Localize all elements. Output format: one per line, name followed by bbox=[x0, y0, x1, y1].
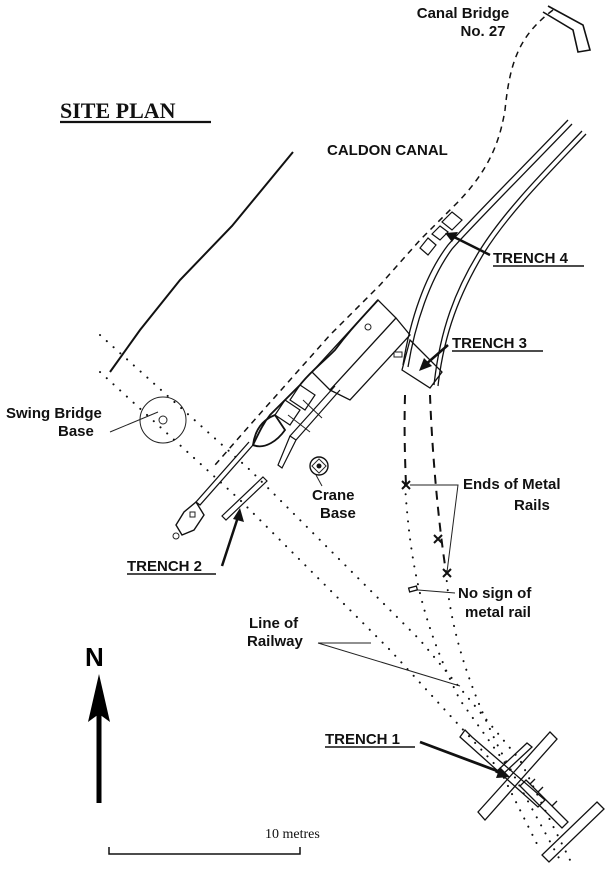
label-ends-metal-rails: Ends of Metal Rails bbox=[463, 476, 561, 514]
svg-text:Railway: Railway bbox=[247, 633, 304, 650]
north-arrow-icon bbox=[88, 674, 110, 803]
scale-bar-label: 10 metres bbox=[265, 827, 320, 842]
railway-leader bbox=[317, 642, 461, 687]
label-trench-1: TRENCH 1 bbox=[325, 731, 400, 748]
arrowhead-icon bbox=[445, 232, 458, 242]
swing-bridge-base bbox=[139, 396, 187, 444]
label-caldon-canal: CALDON CANAL bbox=[327, 142, 448, 159]
arrowhead-icon bbox=[233, 508, 244, 522]
scale-bar bbox=[108, 847, 301, 855]
trench-1-arrow bbox=[419, 740, 501, 774]
trench-4-arrow bbox=[451, 234, 491, 257]
svg-text:Canal Bridge: Canal Bridge bbox=[417, 5, 510, 22]
boundary-line bbox=[109, 151, 294, 373]
label-canal-bridge: Canal Bridge No. 27 bbox=[417, 5, 510, 40]
svg-text:Ends of Metal: Ends of Metal bbox=[463, 476, 561, 493]
label-trench-2: TRENCH 2 bbox=[127, 558, 202, 575]
x-mark-icon bbox=[401, 480, 411, 490]
north-label: N bbox=[85, 642, 104, 672]
rail-dashed-lines bbox=[403, 394, 447, 573]
canal-line-left-b bbox=[407, 123, 573, 368]
label-trench-3: TRENCH 3 bbox=[452, 335, 527, 352]
svg-text:metal rail: metal rail bbox=[465, 604, 531, 621]
canal-bridge-27 bbox=[542, 5, 592, 53]
svg-text:Base: Base bbox=[320, 505, 356, 522]
label-trench-4: TRENCH 4 bbox=[493, 250, 569, 267]
rail-end-markers bbox=[401, 480, 452, 578]
trench-2-arrow bbox=[220, 516, 240, 567]
svg-text:Line of: Line of bbox=[249, 615, 299, 632]
trench-3-arrow bbox=[424, 344, 449, 366]
label-crane-base: Crane Base bbox=[312, 487, 356, 522]
x-mark-icon bbox=[433, 534, 443, 544]
crane-leader bbox=[315, 474, 323, 487]
canal-edge-dashed bbox=[214, 9, 554, 466]
label-no-sign-rail: No sign of metal rail bbox=[458, 585, 532, 621]
swing-bridge-leader bbox=[109, 411, 159, 433]
arrowhead-icon bbox=[496, 767, 510, 778]
railway-dotted-lines bbox=[99, 334, 571, 861]
label-line-of-railway: Line of Railway bbox=[247, 615, 304, 650]
crane-base-icon bbox=[309, 456, 329, 476]
svg-text:No sign of: No sign of bbox=[458, 585, 532, 602]
wharf-building bbox=[172, 299, 411, 540]
trench-3-outline bbox=[401, 338, 443, 389]
svg-text:Swing Bridge: Swing Bridge bbox=[6, 405, 102, 422]
rail-gap-marker bbox=[407, 585, 419, 593]
no-sign-leader bbox=[417, 589, 456, 594]
label-swing-bridge: Swing Bridge Base bbox=[6, 405, 102, 440]
canal-line-left-a bbox=[402, 119, 569, 366]
x-mark-icon bbox=[442, 568, 452, 578]
wharf-blocks bbox=[419, 211, 463, 256]
trench-2-outline bbox=[221, 476, 268, 521]
svg-text:Rails: Rails bbox=[514, 497, 550, 514]
arrowhead-icon bbox=[419, 358, 432, 371]
trench-1-structure bbox=[459, 728, 605, 863]
svg-text:Crane: Crane bbox=[312, 487, 355, 504]
svg-text:No. 27: No. 27 bbox=[460, 23, 505, 40]
site-plan-title: SITE PLAN bbox=[60, 98, 176, 123]
svg-text:Base: Base bbox=[58, 423, 94, 440]
ends-rails-leader bbox=[410, 484, 459, 573]
